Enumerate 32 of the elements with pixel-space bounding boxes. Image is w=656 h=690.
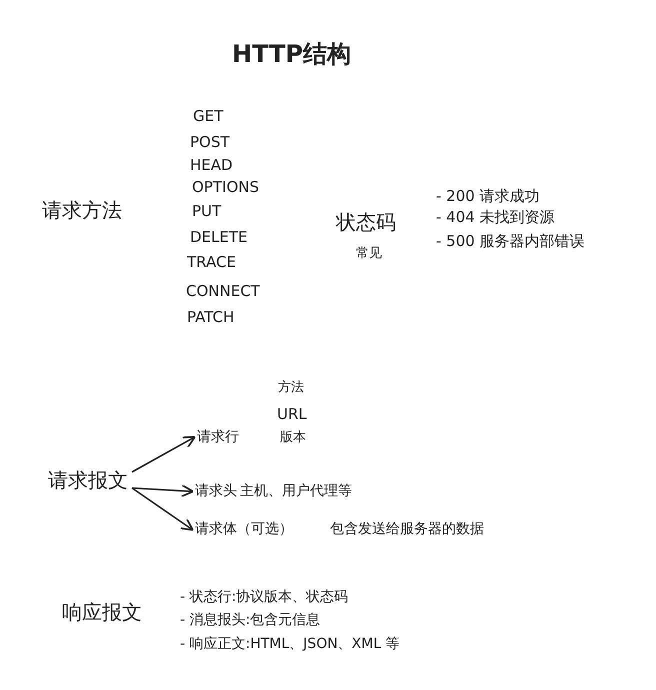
method-name: HEAD [190, 156, 233, 174]
part-text: 方法 [278, 380, 304, 396]
method-name: POST [190, 133, 230, 151]
list-item: - 状态行:协议版本、状态码 [180, 589, 348, 606]
method-name: CONNECT [186, 282, 260, 300]
node-text: 请求报文 [48, 468, 128, 492]
method-name: DELETE [190, 228, 248, 246]
description-text: 包含发送给服务器的数据 [330, 521, 484, 538]
part-text: 版本 [280, 430, 306, 446]
list-item: - 响应正文:HTML、JSON、XML 等 [180, 636, 400, 653]
node-text: 请求行 [197, 429, 239, 446]
method-name: TRACE [187, 253, 236, 271]
status-code-item: - 404 未找到资源 [436, 208, 555, 226]
section-heading: 请求方法 [42, 198, 122, 222]
node-text: 请求头 [195, 483, 237, 500]
status-code-item: - 500 服务器内部错误 [436, 232, 585, 250]
status-code-item: - 200 请求成功 [436, 187, 540, 205]
section-heading: 响应报文 [62, 600, 142, 624]
arrow [132, 484, 194, 498]
node-text: 请求体（可选） [195, 521, 293, 538]
list-item: - 消息报头:包含元信息 [180, 612, 320, 629]
section-heading: 状态码 [336, 210, 396, 234]
part-text: URL [277, 405, 307, 423]
description-text: 主机、用户代理等 [240, 483, 352, 500]
arrow [132, 436, 196, 473]
title: HTTP结构 [232, 40, 351, 69]
method-name: PATCH [187, 308, 234, 326]
method-name: OPTIONS [192, 178, 259, 196]
arrow [132, 487, 194, 531]
method-name: GET [193, 107, 224, 125]
method-name: PUT [192, 202, 222, 220]
note-text: 常见 [356, 246, 382, 262]
